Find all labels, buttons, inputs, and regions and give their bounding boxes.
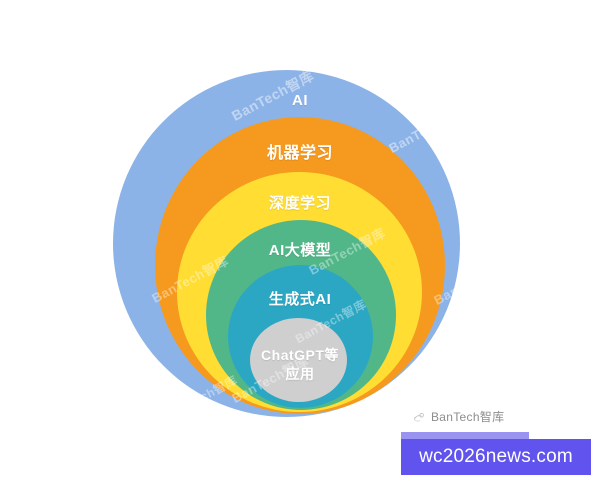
url-banner-tab [401,432,529,439]
url-banner[interactable]: wc2026news.com [401,439,591,475]
bantech-logo-icon [412,410,426,424]
brand-credit: BanTech智库 [412,408,504,425]
circle-chatgpt-apps[interactable] [250,318,347,402]
brand-name: BanTech智库 [431,410,505,424]
url-text: wc2026news.com [419,446,573,467]
